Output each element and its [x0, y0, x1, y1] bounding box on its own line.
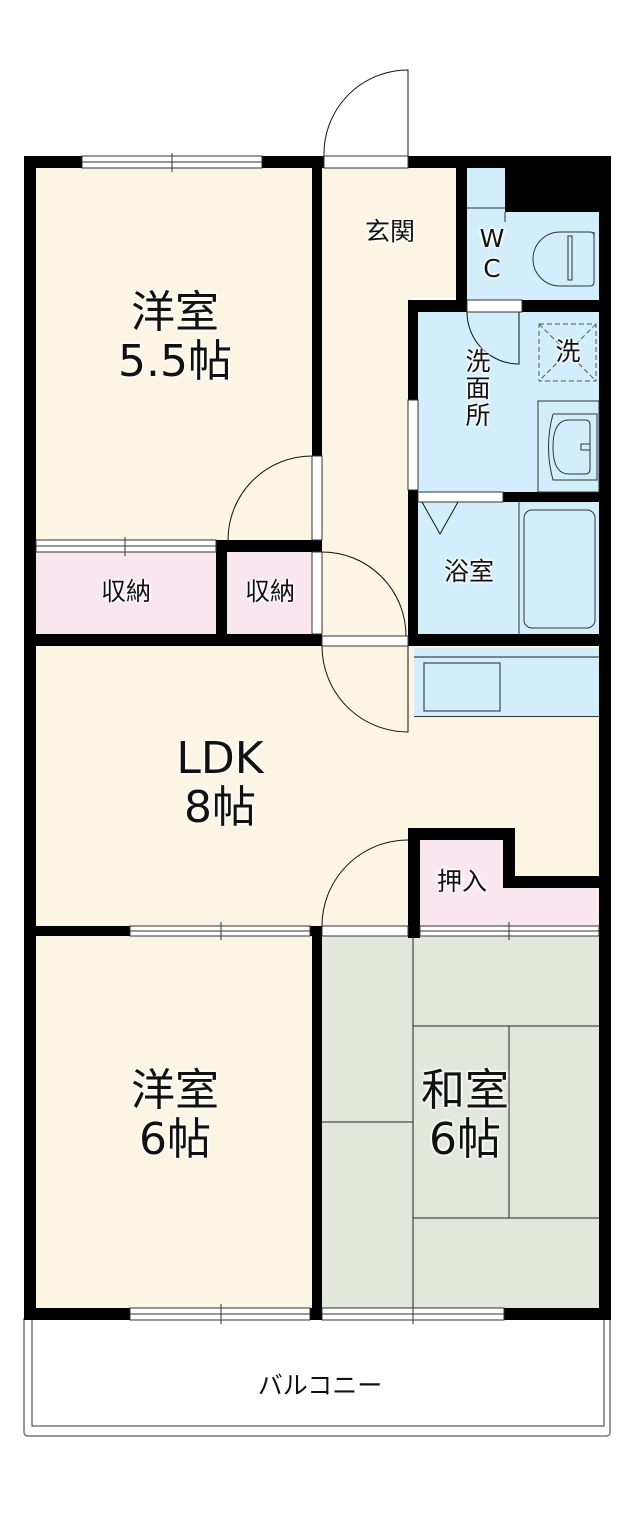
label-bathroom: 浴室 — [443, 557, 494, 586]
room-closet-1 — [36, 552, 216, 636]
label-washroom: 洗面所 — [462, 348, 491, 429]
room-hallway — [322, 298, 412, 638]
toilet-line-1: W — [479, 224, 505, 253]
kitchen-sink — [414, 656, 599, 712]
tatami-lines — [322, 936, 599, 1308]
room-size: 6帖 — [139, 1114, 211, 1166]
room-name: 洋室 — [131, 287, 219, 338]
door-openings — [311, 155, 523, 937]
windows — [35, 153, 600, 1324]
label-western-room-1: 洋室 5.5帖 — [90, 288, 260, 387]
label-ldk: LDK 8帖 — [140, 734, 300, 833]
room-size: 5.5帖 — [118, 336, 232, 388]
room-name: 洋室 — [131, 1065, 219, 1116]
vanity-sink — [537, 400, 600, 493]
room-western-6 — [36, 936, 312, 1308]
toilet-line-2: C — [483, 254, 501, 283]
label-entrance: 玄関 — [364, 217, 415, 246]
toilet-fixture — [467, 207, 595, 287]
room-entrance — [322, 168, 456, 298]
bathtub — [518, 502, 596, 634]
room-name: 和室 — [421, 1065, 509, 1116]
label-washer-space: 洗 — [555, 337, 581, 366]
room-bathroom — [418, 502, 599, 634]
label-closet-2: 収納 — [244, 577, 295, 606]
label-western-room-2: 洋室 6帖 — [90, 1066, 260, 1165]
label-japanese-room: 和室 6帖 — [380, 1066, 550, 1165]
room-size: 6帖 — [429, 1114, 501, 1166]
room-western-5-5 — [36, 168, 314, 544]
balcony-outline — [23, 1318, 611, 1437]
room-name: LDK — [176, 733, 264, 784]
label-closet-1: 収納 — [100, 577, 151, 606]
door-swings — [227, 69, 520, 927]
room-washroom — [418, 312, 599, 494]
label-balcony: バルコニー — [257, 1371, 383, 1400]
label-toilet: W C — [476, 224, 508, 284]
room-closet-2 — [227, 552, 312, 636]
washer-pan — [538, 323, 597, 382]
label-oshiire: 押入 — [436, 867, 487, 896]
kitchen-counter — [414, 648, 599, 717]
room-size: 8帖 — [184, 782, 256, 834]
